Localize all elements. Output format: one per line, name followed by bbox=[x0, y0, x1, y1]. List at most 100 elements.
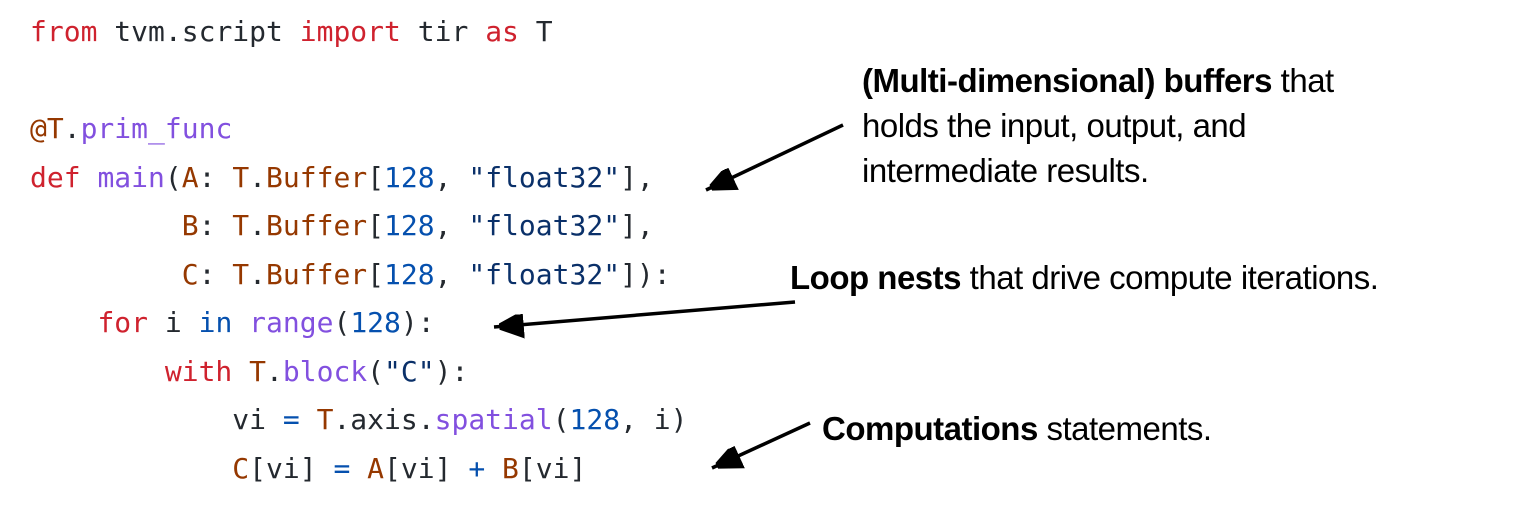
code-token: T bbox=[249, 354, 267, 388]
code-token: A bbox=[181, 160, 199, 194]
arrow-to-buffers-line bbox=[705, 123, 844, 192]
code-token: "float32" bbox=[468, 257, 621, 291]
code-token: : bbox=[198, 160, 233, 194]
code-line bbox=[30, 57, 688, 106]
code-token bbox=[232, 306, 249, 339]
code-token bbox=[300, 403, 317, 436]
annotation-bold-text: Computations bbox=[822, 410, 1038, 447]
code-token: def bbox=[30, 160, 81, 194]
code-token: = bbox=[282, 403, 300, 436]
code-token: , i) bbox=[620, 403, 688, 436]
code-token: "C" bbox=[384, 354, 435, 388]
code-token: prim_func bbox=[80, 112, 233, 145]
code-token: T bbox=[316, 403, 334, 436]
code-token: ], bbox=[620, 209, 654, 242]
code-token: . bbox=[249, 257, 267, 291]
code-line: for i in range(128): bbox=[30, 299, 688, 348]
code-line: from tvm.script import tir as T bbox=[30, 8, 688, 57]
code-token: "float32" bbox=[468, 160, 621, 194]
code-token bbox=[30, 452, 232, 485]
code-token: ( bbox=[164, 160, 182, 194]
code-token: ): bbox=[400, 306, 435, 339]
annotation-line: Computations statements. bbox=[822, 406, 1212, 451]
code-token: Buffer bbox=[266, 160, 368, 194]
code-token: [ bbox=[367, 257, 385, 291]
code-token: . bbox=[249, 160, 267, 194]
annotation-line: Loop nests that drive compute iterations… bbox=[790, 255, 1379, 300]
code-token: [vi] bbox=[384, 451, 469, 485]
code-token bbox=[232, 355, 249, 388]
code-token: , bbox=[434, 209, 469, 242]
code-line: with T.block("C"): bbox=[30, 348, 688, 397]
code-token: ]): bbox=[620, 257, 671, 291]
code-token bbox=[350, 452, 367, 485]
code-token: C bbox=[232, 451, 250, 485]
code-token: [vi] bbox=[518, 451, 587, 485]
code-token: : bbox=[198, 209, 233, 242]
code-line: vi = T.axis.spatial(128, i) bbox=[30, 396, 688, 445]
code-line: @T.prim_func bbox=[30, 105, 688, 154]
code-token: 128 bbox=[384, 257, 435, 291]
code-token: : bbox=[198, 257, 233, 291]
annotation-bold-text: Loop nests bbox=[790, 259, 962, 296]
code-token: ( bbox=[367, 354, 385, 388]
code-token bbox=[485, 452, 502, 485]
code-token: tvm.script bbox=[97, 15, 300, 48]
code-token: [ bbox=[367, 209, 385, 242]
annotation-computations: Computations statements. bbox=[822, 406, 1212, 451]
code-token: import bbox=[299, 15, 401, 48]
code-token: @T bbox=[30, 112, 64, 145]
code-token: i bbox=[148, 306, 199, 339]
code-token: [vi] bbox=[249, 451, 334, 485]
annotation-regular-text: holds the input, output, and bbox=[862, 107, 1247, 144]
code-token: in bbox=[198, 306, 233, 339]
code-token: ): bbox=[434, 354, 469, 388]
code-token: as bbox=[485, 15, 519, 48]
code-token: from bbox=[30, 15, 98, 48]
annotation-regular-text: that drive compute iterations. bbox=[961, 259, 1379, 296]
code-token: + bbox=[468, 451, 486, 485]
code-token: . bbox=[63, 112, 81, 145]
code-token: spatial bbox=[434, 403, 553, 436]
annotation-line: holds the input, output, and bbox=[862, 103, 1334, 148]
code-line: def main(A: T.Buffer[128, "float32"], bbox=[30, 154, 688, 203]
code-token bbox=[30, 258, 182, 291]
arrow-to-computation-line bbox=[711, 421, 811, 470]
code-token: Buffer bbox=[266, 209, 368, 242]
code-line: B: T.Buffer[128, "float32"], bbox=[30, 202, 688, 251]
code-token: tir bbox=[400, 15, 486, 48]
code-token: B bbox=[502, 451, 519, 485]
code-line: C: T.Buffer[128, "float32"]): bbox=[30, 251, 688, 300]
code-token bbox=[30, 306, 97, 339]
code-token bbox=[30, 209, 182, 242]
code-token bbox=[81, 161, 98, 194]
code-line: C[vi] = A[vi] + B[vi] bbox=[30, 445, 688, 494]
annotation-line: intermediate results. bbox=[862, 148, 1334, 193]
code-token: main bbox=[97, 160, 165, 194]
code-token: .axis. bbox=[333, 403, 435, 436]
annotation-regular-text: statements. bbox=[1037, 410, 1212, 447]
code-token: vi bbox=[30, 403, 283, 436]
code-token: ( bbox=[552, 403, 570, 436]
code-token: block bbox=[282, 354, 368, 388]
code-token: = bbox=[333, 451, 351, 485]
annotation-regular-text: that bbox=[1272, 62, 1335, 99]
code-token: . bbox=[249, 209, 267, 242]
code-token: T bbox=[232, 257, 250, 291]
annotation-bold-text: (Multi-dimensional) buffers bbox=[862, 62, 1273, 99]
code-token: with bbox=[164, 354, 233, 388]
code-token: 128 bbox=[350, 306, 401, 339]
code-token bbox=[30, 355, 165, 388]
code-token: "float32" bbox=[468, 209, 621, 242]
code-token: range bbox=[249, 306, 334, 339]
code-token: 128 bbox=[384, 209, 435, 242]
code-token: Buffer bbox=[266, 257, 368, 291]
code-token: 128 bbox=[384, 160, 435, 194]
code-token: , bbox=[434, 160, 469, 194]
code-token: ( bbox=[333, 306, 351, 339]
annotation-regular-text: intermediate results. bbox=[862, 152, 1149, 189]
code-token: C bbox=[181, 257, 199, 291]
annotation-line: (Multi-dimensional) buffers that bbox=[862, 58, 1334, 103]
code-token: ], bbox=[620, 160, 654, 194]
